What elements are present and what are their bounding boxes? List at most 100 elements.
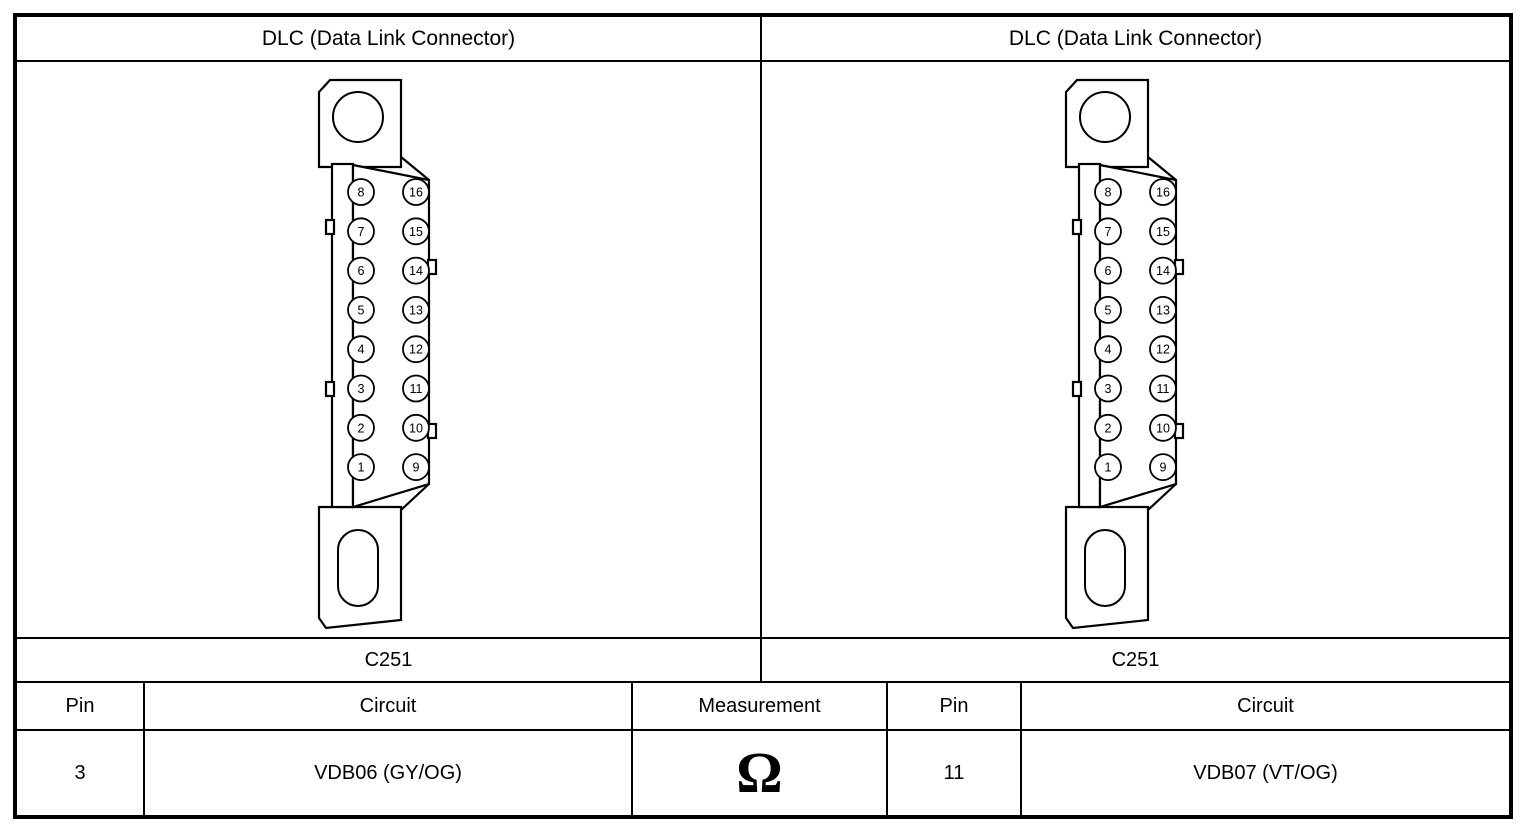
circuit-value-left: VDB06 (GY/OG)	[145, 731, 633, 815]
col-header-circuit-left: Circuit	[145, 683, 633, 731]
connector-pin-5	[347, 295, 375, 324]
connector-pin-3	[1094, 374, 1122, 403]
connector-pin-label: 11	[410, 382, 423, 396]
circuit-value-text: VDB07 (VT/OG)	[1193, 761, 1338, 784]
connector-pin-label: 15	[409, 225, 423, 239]
connector-pin-9	[1149, 453, 1177, 482]
col-header-text: Pin	[65, 694, 95, 717]
connector-pin-label: 2	[1105, 421, 1112, 435]
connector-id-label-left: C251	[17, 637, 762, 683]
pin-value-text: 3	[74, 761, 86, 784]
connector-pin-label: 6	[358, 264, 365, 278]
connector-pin-label: 2	[358, 421, 365, 435]
connector-pin-9	[402, 453, 430, 482]
connector-pin-label: 5	[1105, 303, 1112, 317]
connector-pin-7	[347, 217, 375, 246]
panel-header-right: DLC (Data Link Connector)	[762, 17, 1509, 62]
connector-pin-6	[1094, 256, 1122, 285]
connector-pin-4	[1094, 335, 1122, 364]
top-mounting-hole	[332, 91, 384, 143]
connector-pin-15	[1149, 217, 1177, 246]
connector-pin-2	[1094, 413, 1122, 442]
connector-pin-label: 7	[1105, 225, 1112, 239]
dlc-pinout-table: DLC (Data Link Connector) DLC (Data Link…	[13, 13, 1513, 819]
pin-value-text: 11	[943, 761, 965, 784]
connector-pin-label: 16	[409, 186, 423, 200]
connector-id-text: C251	[1111, 648, 1160, 671]
circuit-value-text: VDB06 (GY/OG)	[314, 761, 462, 784]
connector-pin-1	[1094, 453, 1122, 482]
connector-pin-11	[402, 374, 430, 403]
ohm-symbol: Ω	[736, 740, 783, 805]
connector-pin-1	[347, 453, 375, 482]
col-header-text: Pin	[939, 694, 969, 717]
pin-value-left: 3	[17, 731, 145, 815]
housing-notch	[1071, 218, 1083, 236]
connector-pin-6	[347, 256, 375, 285]
connector-pin-16	[402, 178, 430, 206]
connector-pin-5	[1094, 295, 1122, 324]
col-header-circuit-right: Circuit	[1022, 683, 1509, 731]
connector-pin-label: 14	[409, 264, 423, 278]
top-mounting-hole	[1079, 91, 1131, 143]
connector-pin-label: 16	[1156, 186, 1170, 200]
connector-pin-label: 4	[1105, 343, 1112, 357]
connector-pin-8	[1094, 178, 1122, 206]
connector-pin-10	[402, 413, 430, 442]
measurement-section: Pin Circuit Measurement Pin Circuit 3 VD…	[17, 683, 1509, 815]
connector-pin-label: 10	[1156, 421, 1170, 435]
connector-pin-label: 1	[1105, 461, 1112, 475]
connector-id-label-right: C251	[762, 637, 1509, 683]
connector-body	[330, 162, 355, 509]
connector-pin-8	[347, 178, 375, 206]
connector-pin-label: 6	[1105, 264, 1112, 278]
connector-pin-label: 9	[413, 461, 420, 475]
col-header-text: Circuit	[359, 694, 417, 717]
connector-pin-label: 10	[409, 421, 423, 435]
connector-pin-11	[1149, 374, 1177, 403]
pin-value-right: 11	[888, 731, 1022, 815]
bottom-mounting-slot	[1084, 529, 1126, 607]
bottom-joint-line	[400, 483, 430, 511]
connector-pin-label: 3	[358, 382, 365, 396]
connector-pin-2	[347, 413, 375, 442]
housing-notch	[324, 218, 336, 236]
panel-header-text: DLC (Data Link Connector)	[1008, 26, 1263, 50]
top-joint-line	[400, 156, 430, 181]
top-joint-line	[1147, 156, 1177, 181]
connector-pin-label: 14	[1156, 264, 1170, 278]
connector-pin-14	[1149, 256, 1177, 285]
connector-pin-10	[1149, 413, 1177, 442]
connector-pin-label: 13	[1156, 303, 1170, 317]
connector-pin-label: 5	[358, 303, 365, 317]
circuit-value-right: VDB07 (VT/OG)	[1022, 731, 1509, 815]
connector-pin-label: 15	[1156, 225, 1170, 239]
connector-pin-7	[1094, 217, 1122, 246]
connector-pin-label: 13	[409, 303, 423, 317]
measurement-value: Ω	[633, 731, 888, 815]
connector-pin-13	[402, 295, 430, 324]
housing-notch	[324, 380, 336, 398]
connector-pin-13	[1149, 295, 1177, 324]
connector-id-text: C251	[364, 648, 413, 671]
connector-pin-label: 12	[1156, 343, 1170, 357]
connector-body	[1077, 162, 1102, 509]
panel-header-text: DLC (Data Link Connector)	[261, 26, 516, 50]
connector-section: DLC (Data Link Connector) DLC (Data Link…	[17, 17, 1509, 683]
bottom-joint-line	[1147, 483, 1177, 511]
connector-pin-label: 1	[358, 461, 365, 475]
connector-pin-14	[402, 256, 430, 285]
housing-notch	[1071, 380, 1083, 398]
connector-pin-3	[347, 374, 375, 403]
col-header-pin-left: Pin	[17, 683, 145, 731]
connector-pin-12	[402, 335, 430, 364]
connector-pin-label: 9	[1160, 461, 1167, 475]
bottom-mounting-slot	[337, 529, 379, 607]
